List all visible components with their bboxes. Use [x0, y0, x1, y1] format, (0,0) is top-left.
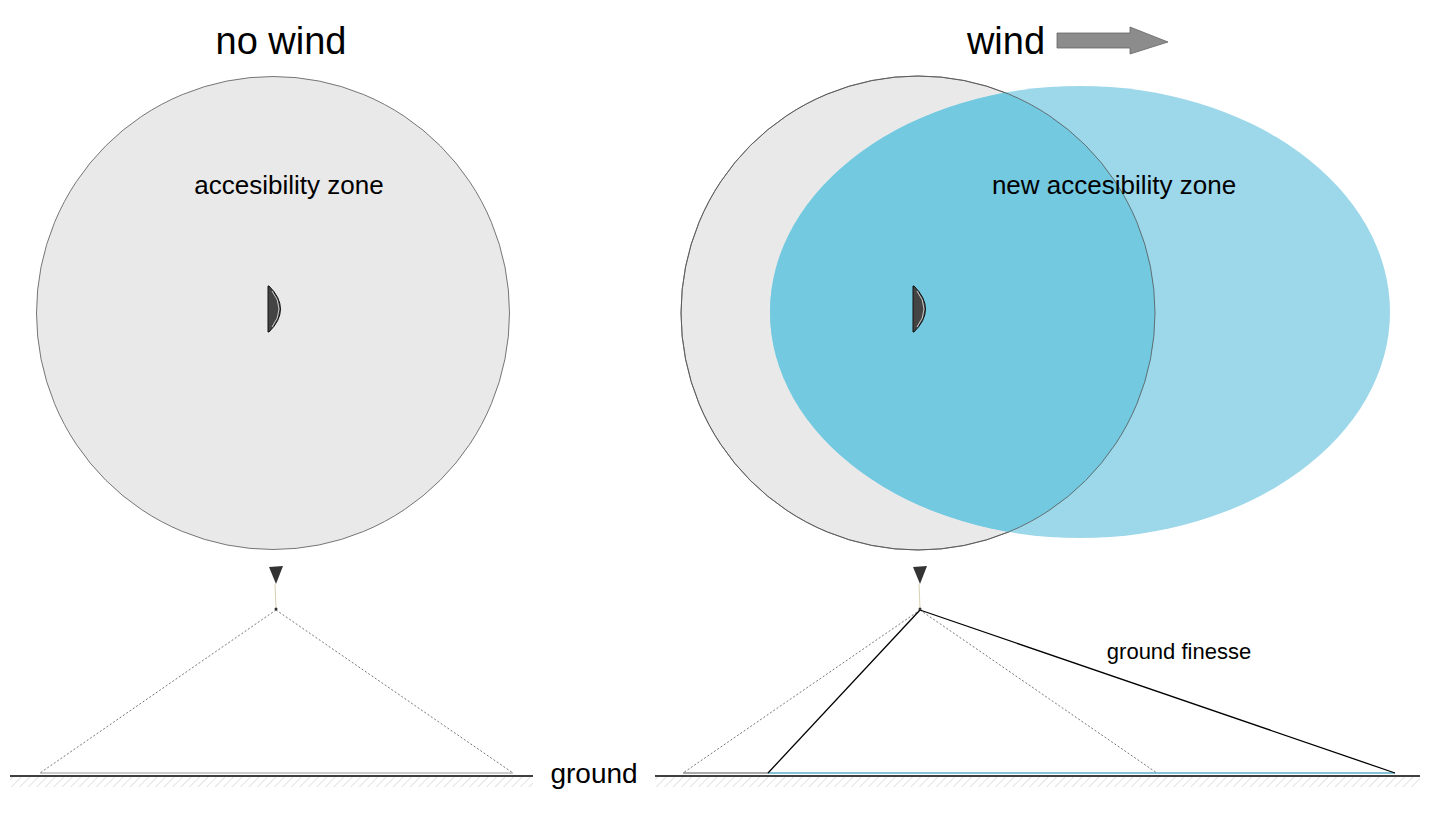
panel-heading: wind	[967, 20, 1045, 63]
wind-glide-line	[920, 610, 1395, 773]
zone-node: accesibility zone	[36, 76, 510, 550]
glide-line	[276, 610, 513, 773]
glide-line	[683, 610, 920, 773]
pilot-point	[919, 608, 922, 611]
bridle-line	[275, 584, 276, 608]
old-zone-outline	[681, 76, 1155, 550]
kite-icon	[268, 286, 281, 332]
kite-icon	[272, 291, 279, 327]
glide-line	[920, 610, 1157, 773]
zone-outline	[36, 76, 510, 550]
zone-overlap	[681, 76, 1155, 550]
kite-icon	[913, 566, 927, 584]
glide-line	[40, 610, 276, 773]
ground-range	[40, 773, 513, 774]
annotation-label: ground finesse	[1107, 639, 1251, 665]
zone-outline	[770, 86, 1390, 538]
kite-icon	[917, 291, 924, 327]
zone-label: accesibility zone	[52, 170, 526, 201]
zone-label: new accesibility zone	[804, 170, 1424, 201]
ground-range	[683, 773, 768, 774]
kite-icon	[913, 286, 926, 332]
ground-hatch	[655, 777, 1420, 787]
bridle-line	[919, 584, 920, 608]
ground-hatch	[10, 777, 533, 787]
zone-circle	[37, 77, 510, 550]
ground-line	[655, 775, 1420, 777]
ground-line	[10, 775, 533, 777]
wind-arrow	[1057, 27, 1168, 54]
zone-node: new accesibility zone	[770, 86, 1390, 538]
panel-heading: no wind	[216, 20, 347, 63]
old-zone-circle	[681, 76, 1155, 550]
annotation-label: ground	[544, 758, 643, 790]
wind-glide-line	[768, 610, 920, 773]
kite-icon	[269, 566, 283, 584]
pilot-point	[275, 608, 278, 611]
ground-range	[768, 772, 1395, 774]
